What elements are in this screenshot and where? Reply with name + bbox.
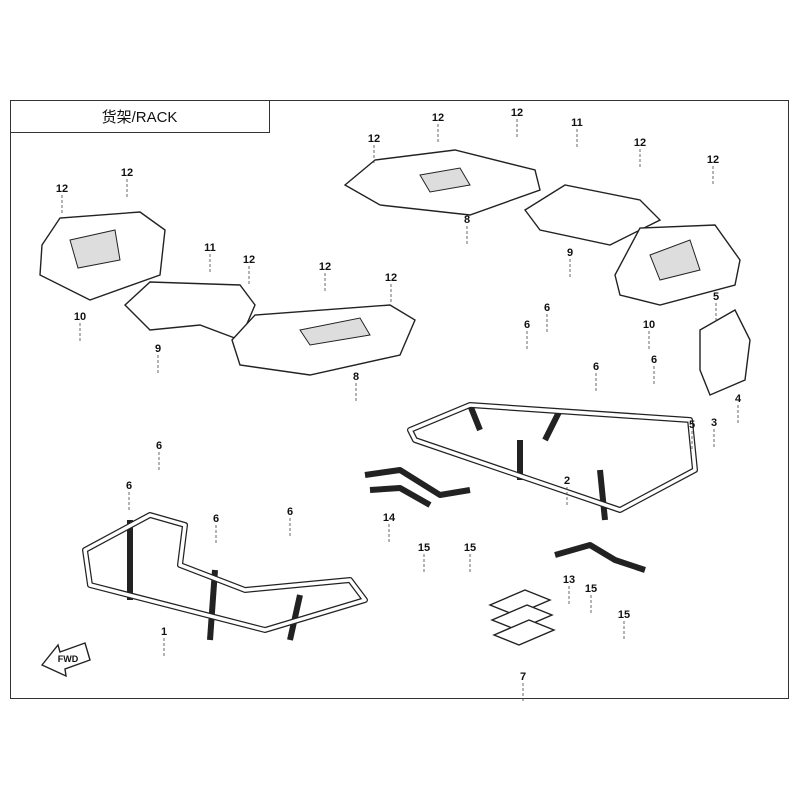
bumper-part-13	[554, 542, 646, 573]
fwd-label: FWD	[58, 654, 79, 664]
callout-number: 3	[711, 417, 717, 429]
rack-frame-part-2	[407, 402, 698, 521]
callout-number: 6	[524, 319, 530, 331]
cover-plate-part-5	[699, 309, 751, 396]
rack-part-9-upper	[523, 184, 662, 246]
pad-part-7	[488, 589, 556, 646]
callout-number: 6	[287, 506, 293, 518]
callout-number: 4	[735, 393, 742, 405]
callout-number: 5	[689, 419, 695, 431]
callout-number: 11	[204, 242, 216, 254]
callout-number: 9	[567, 247, 573, 259]
rack-part-8-left	[231, 304, 416, 376]
callout-number: 2	[564, 475, 570, 487]
callout-number: 11	[571, 117, 583, 129]
callout-number: 12	[385, 272, 397, 284]
callout-number: 8	[353, 371, 359, 383]
rack-part-10-upper	[614, 224, 741, 306]
callout-number: 6	[593, 361, 599, 373]
callout-number: 12	[319, 261, 331, 273]
callout-number: 15	[618, 609, 630, 621]
rack-part-9-left	[123, 281, 256, 341]
callout-number: 6	[651, 354, 657, 366]
callout-number: 10	[74, 311, 86, 323]
callout-number: 1	[161, 626, 167, 638]
callout-number: 12	[511, 107, 523, 119]
callout-number: 12	[432, 112, 444, 124]
callout-number: 7	[520, 671, 526, 683]
callout-number: 12	[634, 137, 646, 149]
callout-number: 6	[213, 513, 219, 525]
callout-number: 15	[418, 542, 430, 554]
callout-number: 14	[383, 512, 396, 524]
rack-part-10-left	[39, 211, 166, 301]
callout-number: 5	[713, 291, 719, 303]
title-box: 货架/RACK	[10, 100, 270, 133]
callout-number: 6	[544, 302, 550, 314]
callout-number: 12	[707, 154, 719, 166]
callout-number: 12	[56, 183, 68, 195]
callout-number: 9	[155, 343, 161, 355]
callout-number: 15	[464, 542, 476, 554]
callout-number: 6	[126, 480, 132, 492]
callout-number: 12	[243, 254, 255, 266]
rack-frame-part-1	[82, 512, 368, 641]
callout-number: 10	[643, 319, 655, 331]
fwd-arrow-icon: FWD	[40, 642, 91, 678]
callout-number: 8	[464, 214, 470, 226]
bumper-part-14	[364, 467, 471, 508]
callout-number: 12	[368, 133, 380, 145]
callout-number: 6	[156, 440, 162, 452]
rack-part-8-upper	[343, 149, 541, 216]
callout-number: 15	[585, 583, 597, 595]
callout-number: 12	[121, 167, 133, 179]
diagram-title: 货架/RACK	[101, 109, 178, 126]
callout-number: 13	[563, 574, 575, 586]
diagram-frame	[10, 100, 789, 699]
